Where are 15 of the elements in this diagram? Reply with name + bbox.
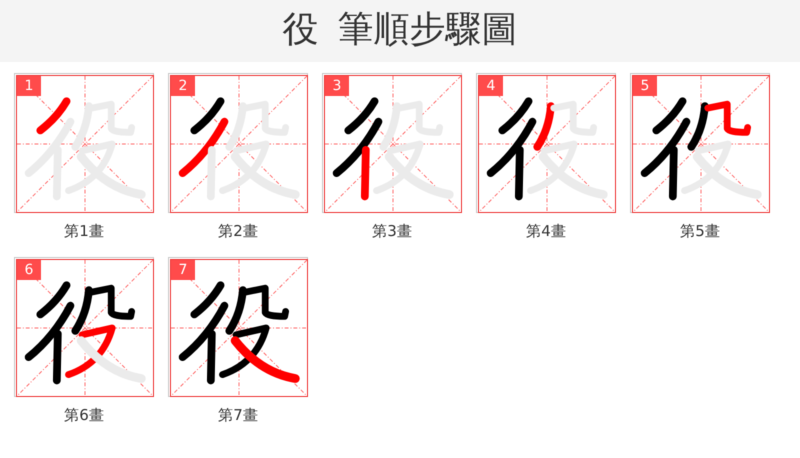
step-caption: 第1畫 [64, 222, 104, 240]
step-caption: 第6畫 [64, 406, 104, 424]
step-caption: 第2畫 [218, 222, 258, 240]
page-title: 役 筆順步驟圖 [282, 8, 518, 52]
step-number: 4 [479, 76, 503, 96]
step-number: 5 [633, 76, 657, 96]
step-number: 3 [325, 76, 349, 96]
step-caption: 第7畫 [218, 406, 258, 424]
step-caption: 第3畫 [372, 222, 412, 240]
step-number: 2 [171, 76, 195, 96]
step-number: 7 [171, 260, 195, 280]
step-number: 6 [17, 260, 41, 280]
step-number: 1 [17, 76, 41, 96]
step-caption: 第4畫 [526, 222, 566, 240]
step-caption: 第5畫 [680, 222, 720, 240]
